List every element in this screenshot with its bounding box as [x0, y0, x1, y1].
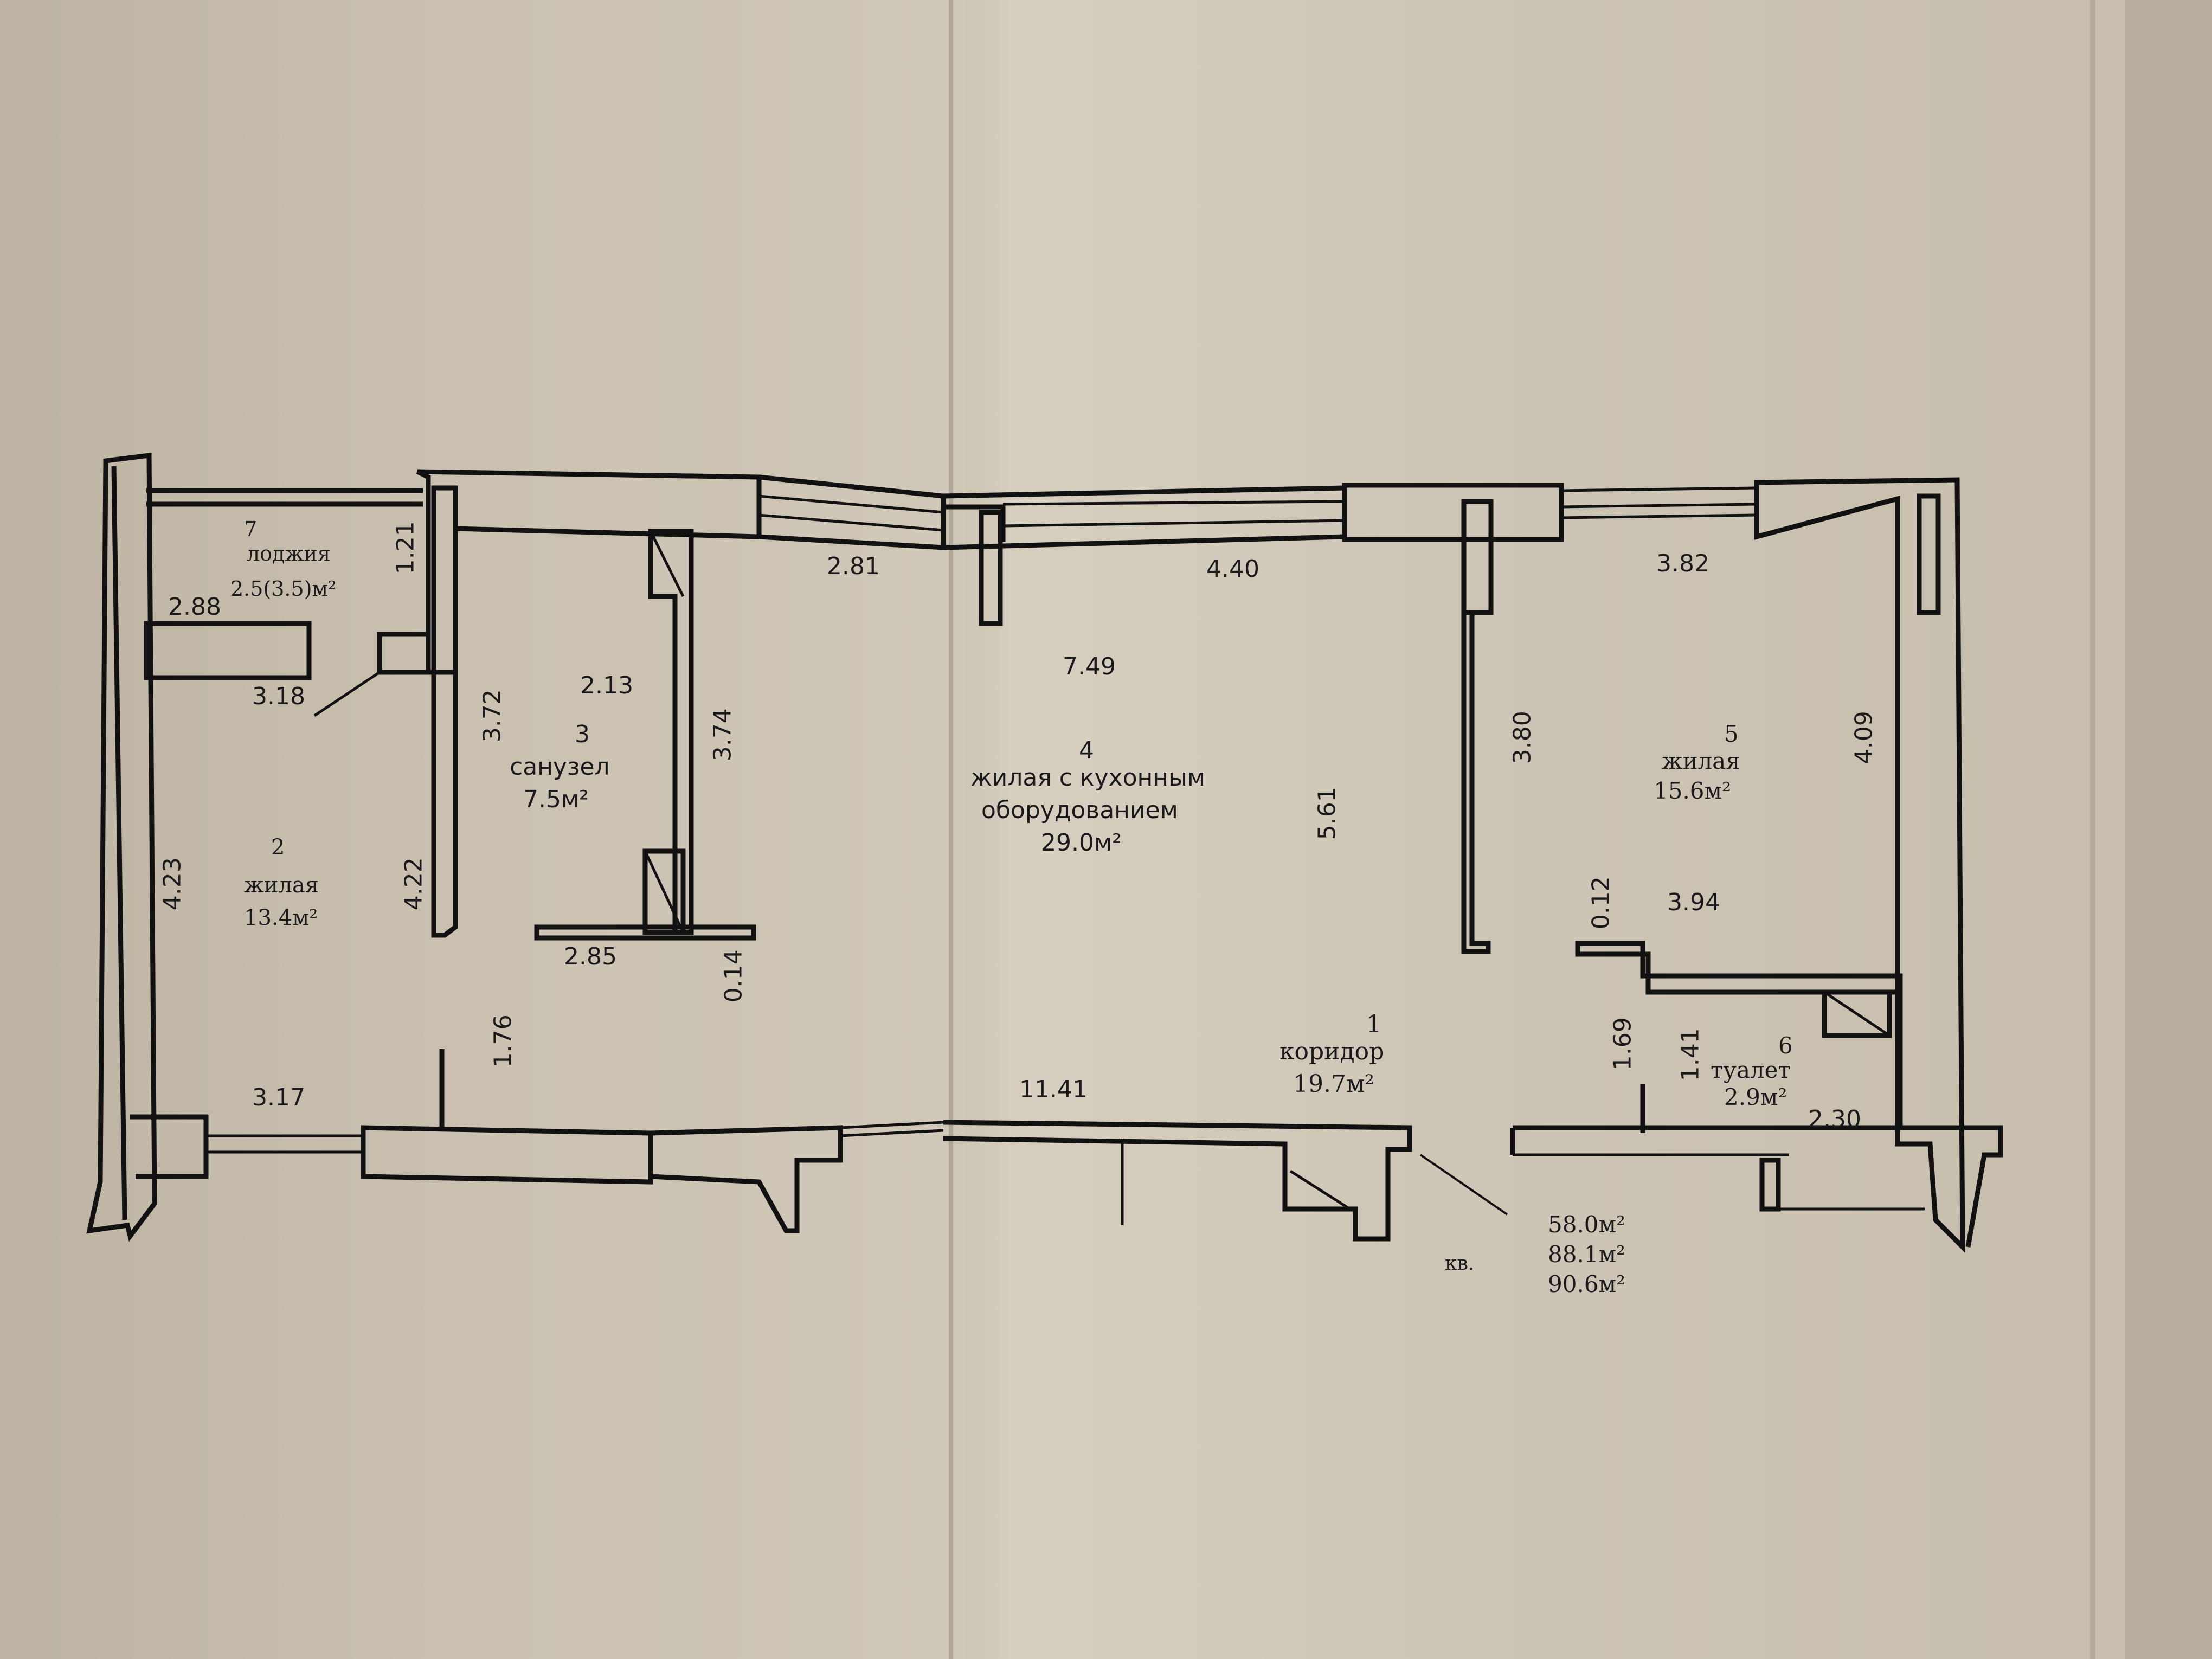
total-area-1: 58.0м²	[1548, 1211, 1626, 1238]
plan-walls	[86, 452, 2003, 1253]
room-7-name: лоджия	[247, 542, 331, 565]
dimension-4-09: 4.09	[1850, 711, 1878, 764]
paper-fold-line	[949, 0, 953, 1659]
paper-edge-shadow	[2125, 0, 2212, 1659]
room-3-number: 3	[575, 721, 590, 748]
room-1-area: 19.7м²	[1293, 1070, 1374, 1098]
room-4-name-2: оборудованием	[981, 796, 1178, 824]
dimension-2-13: 2.13	[580, 672, 633, 699]
dimension-2-30: 2.30	[1808, 1105, 1861, 1133]
room-4-area: 29.0м²	[1041, 829, 1122, 857]
room-7-area: 2.5(3.5)м²	[230, 577, 337, 601]
dimension-1-21: 1.21	[391, 521, 420, 575]
dimension-2-81: 2.81	[827, 552, 880, 580]
room-2-area: 13.4м²	[244, 905, 318, 930]
room-4-number: 4	[1079, 737, 1094, 764]
dimension-7-49: 7.49	[1063, 653, 1116, 680]
dimension-3-82: 3.82	[1656, 550, 1709, 577]
dimension-4-40: 4.40	[1206, 555, 1259, 583]
dimension-1-41: 1.41	[1676, 1028, 1705, 1082]
room-7-number: 7	[244, 517, 258, 541]
dimension-3-17: 3.17	[252, 1084, 305, 1111]
room-6-name: туалет	[1711, 1057, 1791, 1083]
dimension-3-74: 3.74	[709, 708, 737, 762]
dimension-4-22: 4.22	[400, 857, 428, 911]
dimension-11-41: 11.41	[1019, 1076, 1088, 1103]
dimension-2-88: 2.88	[168, 593, 221, 621]
dimension-3-18: 3.18	[252, 683, 305, 710]
total-area-3: 90.6м²	[1548, 1271, 1626, 1297]
dimension-4-23: 4.23	[158, 857, 187, 911]
dimension-5-61: 5.61	[1313, 787, 1341, 840]
room-5-name: жилая	[1662, 748, 1740, 774]
total-area-2: 88.1м²	[1548, 1241, 1626, 1268]
room-1-name: коридор	[1279, 1038, 1385, 1065]
dimension-0-14: 0.14	[719, 949, 748, 1003]
dimension-3-72: 3.72	[478, 689, 506, 743]
room-6-number: 6	[1778, 1032, 1793, 1059]
dimension-2-85: 2.85	[564, 943, 617, 970]
room-3-name: санузел	[510, 753, 610, 781]
room-5-area: 15.6м²	[1654, 777, 1732, 804]
room-2-name: жилая	[244, 873, 319, 898]
dimension-3-80: 3.80	[1508, 711, 1536, 764]
room-4-name: жилая с кухонным	[970, 764, 1205, 792]
dimension-1-76: 1.76	[489, 1014, 517, 1068]
dimension-1-69: 1.69	[1609, 1017, 1637, 1071]
paper-fold-line-right	[2090, 0, 2095, 1659]
room-5-number: 5	[1724, 721, 1739, 747]
room-6-area: 2.9м²	[1724, 1084, 1787, 1110]
dimension-0-12: 0.12	[1587, 876, 1615, 930]
room-3-area: 7.5м²	[523, 786, 589, 813]
apartment-label: кв.	[1445, 1252, 1475, 1275]
room-2-number: 2	[271, 835, 285, 860]
dimension-3-94: 3.94	[1667, 889, 1720, 916]
room-1-number: 1	[1366, 1011, 1381, 1038]
